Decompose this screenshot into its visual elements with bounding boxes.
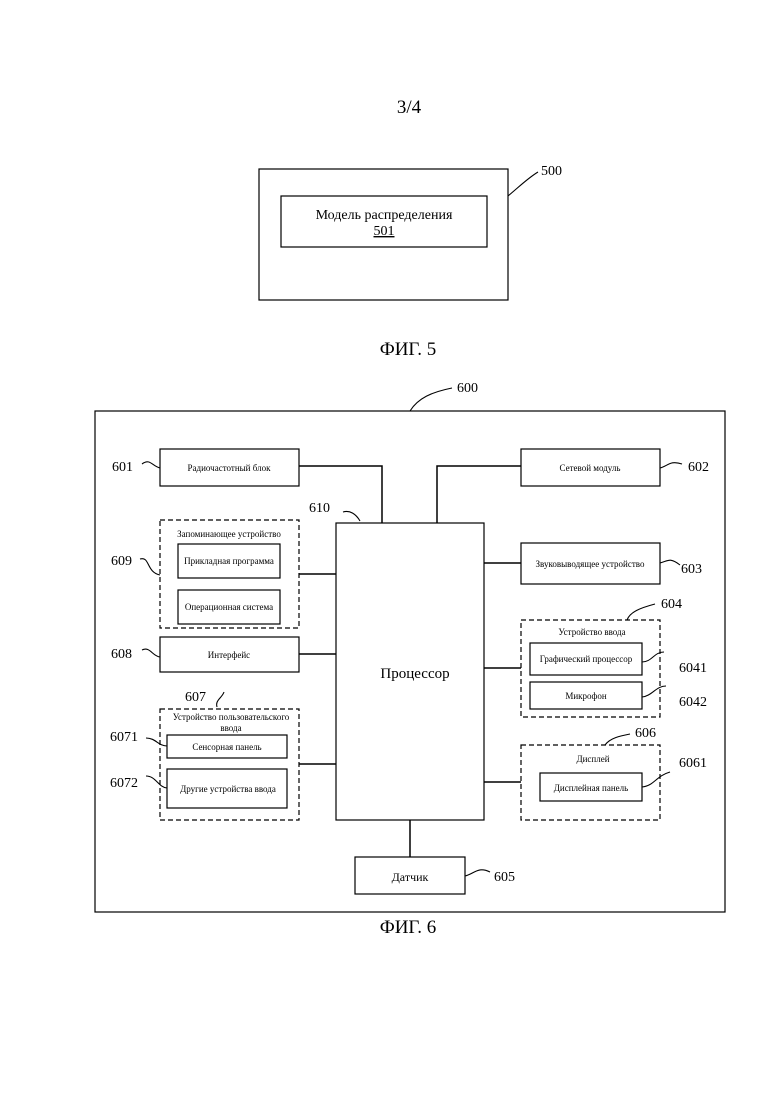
ref-601-label: 601 — [112, 460, 133, 475]
display-panel-label: Дисплейная панель — [554, 783, 629, 793]
other-inputs-label: Другие устройства ввода — [180, 784, 276, 794]
figure-5-caption: ФИГ. 5 — [380, 339, 437, 360]
memory-label: Запоминающее устройство — [177, 529, 281, 539]
application-label: Прикладная программа — [184, 556, 274, 566]
touch-panel-label: Сенсорная панель — [192, 742, 261, 752]
rf-unit-label: Радиочастотный блок — [188, 463, 272, 473]
ref-602-label: 602 — [688, 460, 709, 475]
ref-501-label: 501 — [374, 224, 395, 239]
ref-604-label: 604 — [661, 597, 682, 612]
ref-600-leader — [410, 388, 452, 411]
ref-608-label: 608 — [111, 647, 132, 662]
audio-output-label: Звуковыводящее устройство — [536, 559, 645, 569]
processor-label: Процессор — [380, 666, 449, 682]
ref-610-label: 610 — [309, 501, 330, 516]
ref-6041-label: 6041 — [679, 661, 707, 676]
ref-500-label: 500 — [541, 164, 562, 179]
ref-609-label: 609 — [111, 554, 132, 569]
ref-607-label: 607 — [185, 690, 206, 705]
ref-6042-label: 6042 — [679, 695, 707, 710]
user-input-label-line2: ввода — [220, 723, 241, 733]
input-device-label: Устройство ввода — [558, 627, 625, 637]
ref-606-label: 606 — [635, 726, 656, 741]
ref-603-label: 603 — [681, 562, 702, 577]
figure-6-caption: ФИГ. 6 — [380, 917, 437, 938]
figure-6: 600 Процессор 610 Радиочастотный блок 60… — [95, 381, 725, 938]
display-label: Дисплей — [576, 754, 609, 764]
ref-605-label: 605 — [494, 870, 515, 885]
distribution-model-label: Модель распределения — [316, 208, 453, 223]
ref-500-leader — [508, 172, 538, 196]
ref-6072-label: 6072 — [110, 776, 138, 791]
user-input-label-line1: Устройство пользовательского — [173, 712, 290, 722]
network-module-label: Сетевой модуль — [559, 463, 620, 473]
figure-5: 500 Модель распределения 501 ФИГ. 5 — [259, 164, 562, 360]
gpu-label: Графический процессор — [540, 654, 633, 664]
page-number: 3/4 — [397, 97, 422, 118]
ref-600-label: 600 — [457, 381, 478, 396]
sensor-label: Датчик — [392, 870, 429, 884]
microphone-label: Микрофон — [565, 691, 607, 701]
ref-6071-label: 6071 — [110, 730, 138, 745]
os-label: Операционная система — [185, 602, 273, 612]
interface-label: Интерфейс — [208, 650, 250, 660]
ref-6061-label: 6061 — [679, 756, 707, 771]
